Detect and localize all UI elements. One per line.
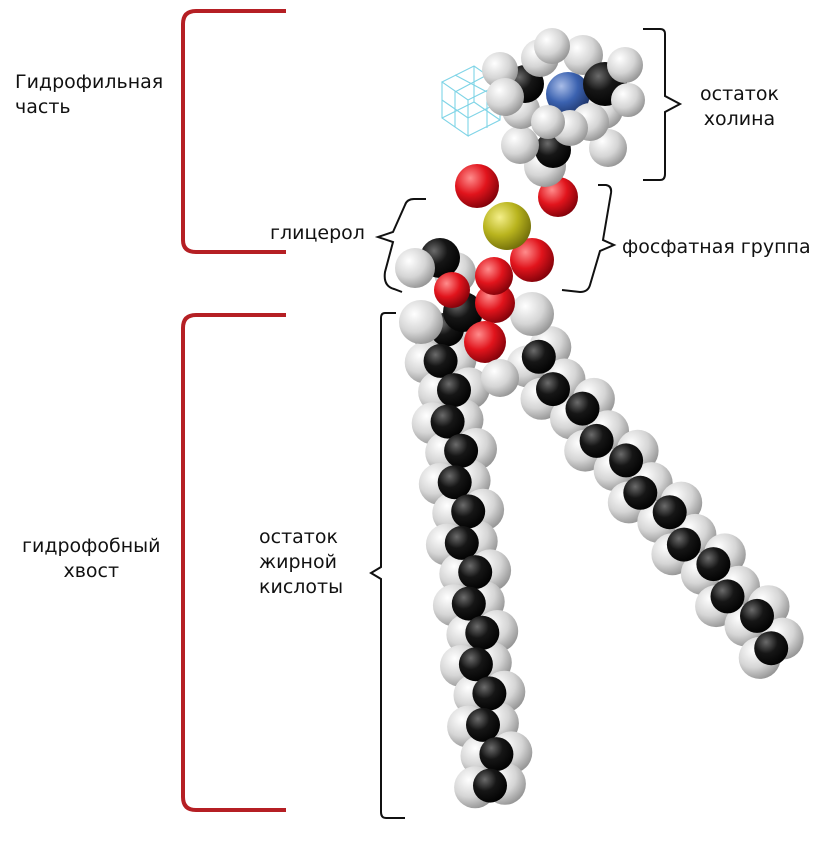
choline-bracket <box>643 28 683 181</box>
phosphate-bracket <box>561 184 617 294</box>
hydrophilic-region-bracket <box>181 9 286 254</box>
carbon-atom <box>437 465 472 500</box>
fatty-acid-bracket <box>369 312 405 819</box>
carbon-atom <box>652 495 687 530</box>
phosphorus-atom <box>483 202 531 250</box>
hydrogen-atom <box>501 126 539 164</box>
hydrogen-atom <box>486 78 524 116</box>
carbon-atom <box>451 586 486 621</box>
oxygen-atom <box>475 283 515 323</box>
carbon-atom <box>465 615 500 650</box>
carbon-atom <box>458 555 493 590</box>
carbon-atom <box>536 372 570 407</box>
hydrogen-atom <box>563 35 603 75</box>
carbon-atom <box>666 527 701 562</box>
carbon-atom <box>458 647 493 682</box>
carbon-atom <box>430 404 465 439</box>
carbon-atom <box>444 525 479 560</box>
carbon-atom <box>609 443 644 478</box>
carbon-atom <box>444 433 479 468</box>
carbon-atom <box>472 676 507 711</box>
hydrogen-atom <box>395 248 435 288</box>
carbon-atom <box>710 579 745 614</box>
choline-residue-label: остаток холина <box>700 83 779 130</box>
carbon-atom <box>437 373 471 408</box>
carbon-atom <box>565 391 600 426</box>
carbon-atom <box>521 339 556 374</box>
hydrogen-atom <box>611 83 645 117</box>
hydrophobic-tail-label: гидрофобный хвост <box>22 535 161 582</box>
hydrogen-atom <box>481 359 519 397</box>
hydrogen-atom <box>607 47 643 83</box>
hydrogen-atom <box>531 105 565 139</box>
carbon-atom <box>451 494 486 529</box>
oxygen-atom <box>464 321 506 363</box>
carbon-atom <box>740 598 774 633</box>
glycerol-label: глицерол <box>270 222 365 244</box>
carbon-atom <box>579 423 614 458</box>
carbon-atom <box>754 631 789 666</box>
carbon-atom <box>696 547 731 582</box>
hydrogen-atom <box>510 292 554 336</box>
oxygen-atom <box>455 164 499 208</box>
nitrogen-atom <box>546 72 590 116</box>
hydrophilic-part-label: Гидрофильная часть <box>15 71 164 118</box>
carbon-atom <box>473 768 507 803</box>
glycerol-bracket <box>374 198 426 293</box>
oxygen-atom <box>475 257 513 295</box>
oxygen-atom <box>510 238 554 282</box>
atoms <box>395 28 804 809</box>
carbon-atom <box>623 475 658 510</box>
oxygen-atom <box>538 177 578 217</box>
hydrogen-atom <box>399 300 443 344</box>
hydrogen-atom <box>534 28 570 64</box>
hydrophobic-region-bracket <box>181 313 286 812</box>
carbon-atom <box>423 343 458 378</box>
phosphate-group-label: фосфатная группа <box>622 236 811 258</box>
carbon-atom <box>466 707 500 742</box>
carbon-atom <box>479 737 514 772</box>
fatty-acid-residue-label: остаток жирной кислоты <box>259 526 344 598</box>
oxygen-atom <box>434 272 470 308</box>
